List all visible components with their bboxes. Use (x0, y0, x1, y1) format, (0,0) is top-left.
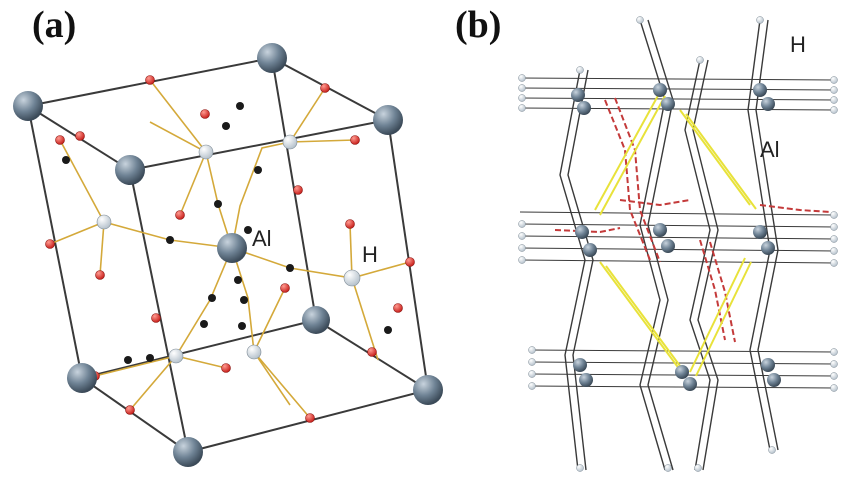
hydrogen-atoms (96, 134, 361, 364)
panel-a-h-label: H (362, 242, 378, 267)
panel-a-label: (a) (32, 4, 77, 46)
panel-b-aluminum-atoms (571, 83, 781, 391)
panel-b-hydrogen-atoms (518, 16, 838, 472)
panel-b-framework: H Al (518, 16, 838, 472)
aluminum-atoms (13, 43, 443, 467)
panel-b-al-label: Al (760, 137, 780, 162)
panel-b-label: (b) (455, 4, 502, 46)
panel-a-al-label: Al (252, 226, 272, 251)
panel-b-h-label: H (790, 32, 806, 57)
bonds (49, 79, 411, 419)
framework-rows (519, 77, 836, 389)
yellow-links (594, 91, 757, 377)
panel-a-unit-cell: Al H (13, 43, 443, 467)
carbon-atoms (62, 102, 392, 364)
red-chains (554, 97, 831, 343)
